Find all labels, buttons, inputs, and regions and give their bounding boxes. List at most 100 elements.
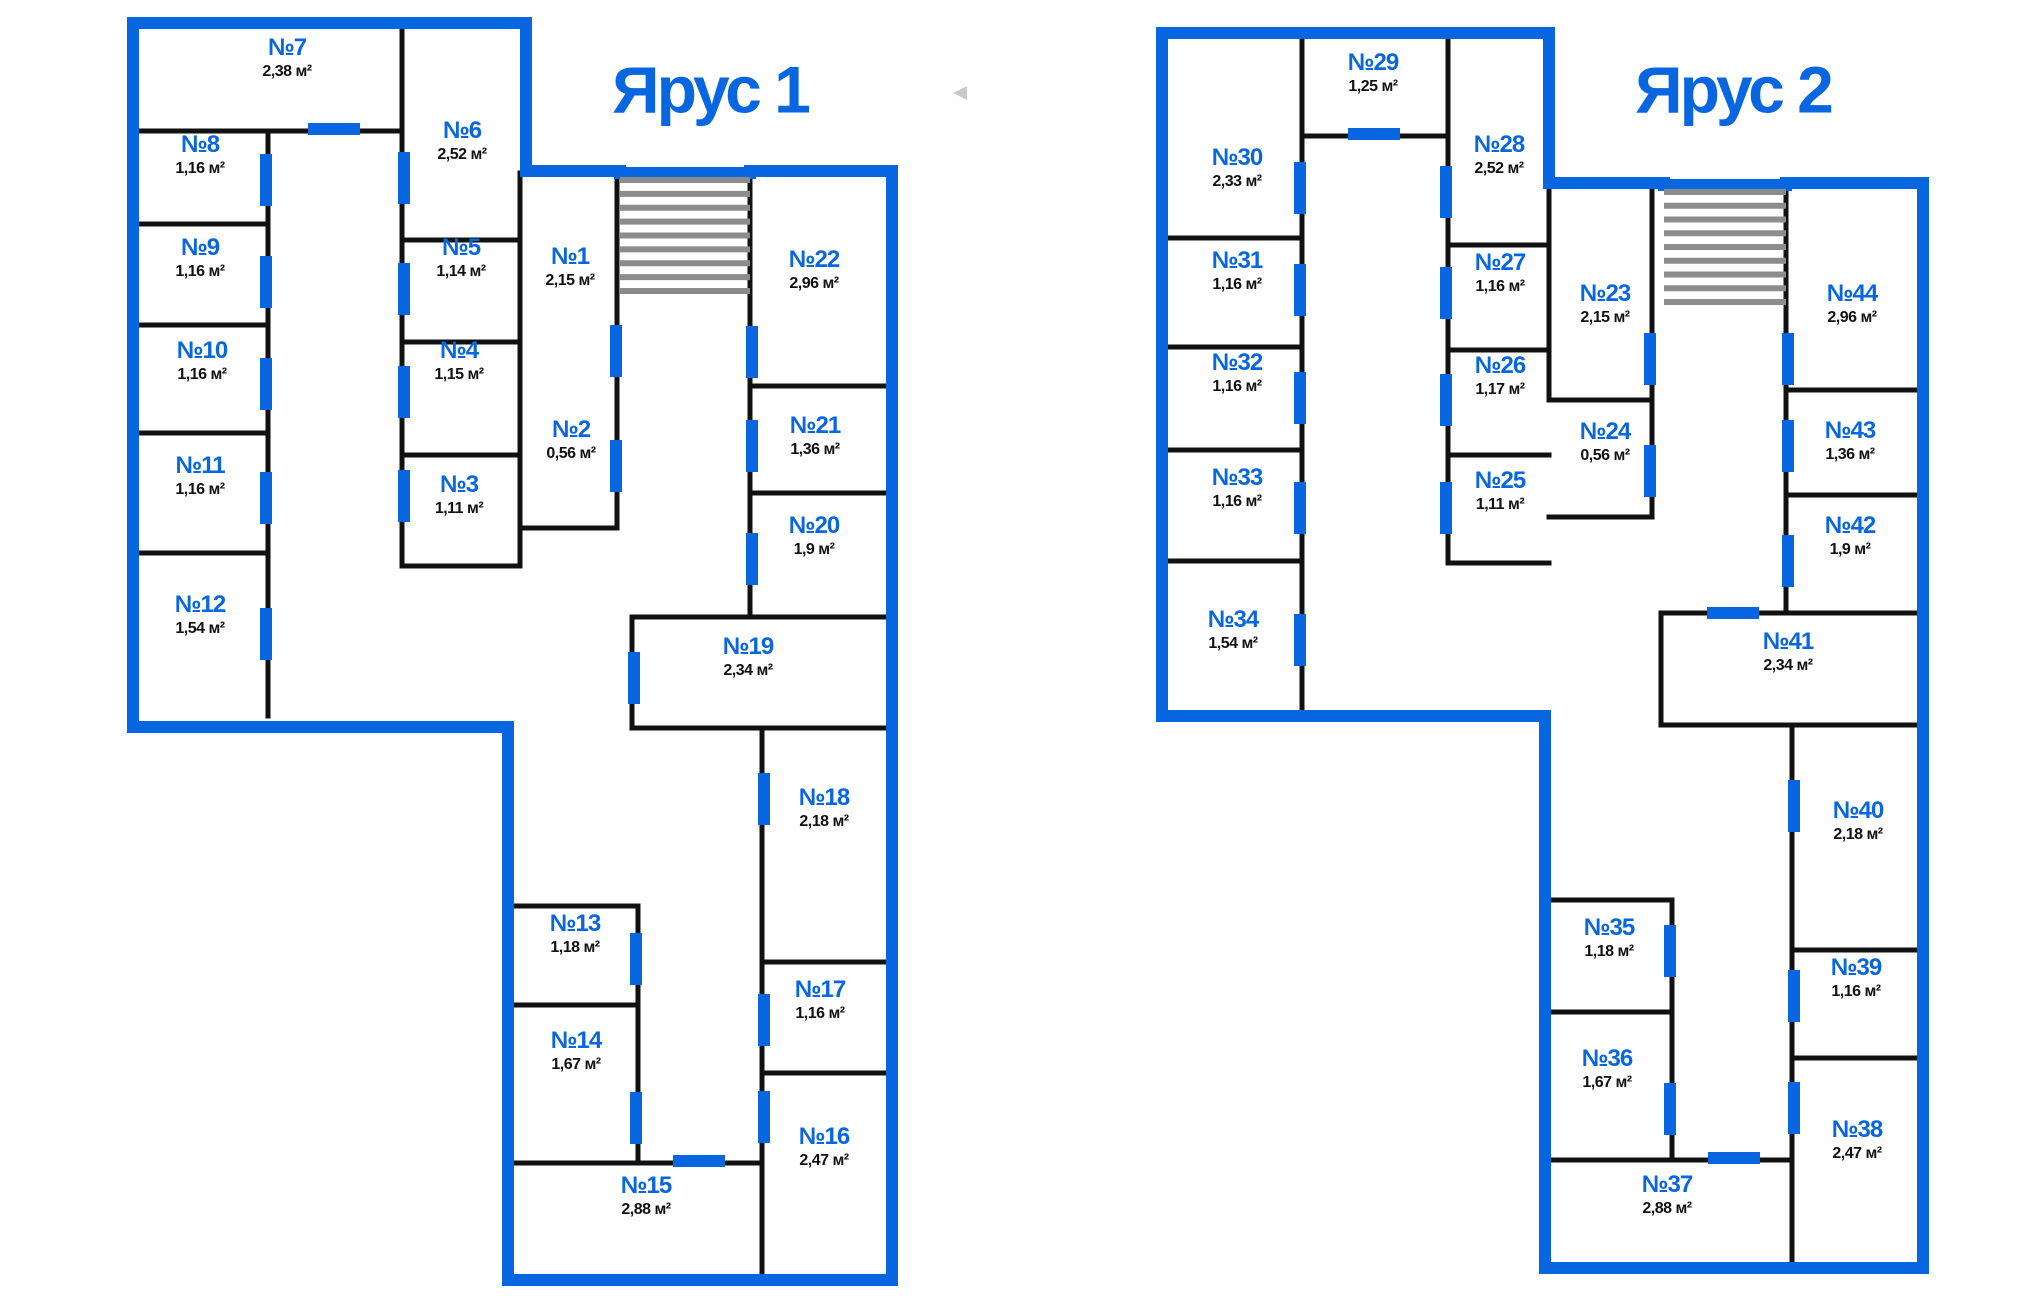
- room-number: №41: [1763, 628, 1814, 655]
- room-area: 0,56 м²: [1580, 447, 1629, 464]
- room-area: 2,52 м²: [1474, 160, 1523, 177]
- door: [1294, 482, 1306, 534]
- room-number: №10: [177, 337, 228, 364]
- room-area: 2,47 м²: [1832, 1145, 1881, 1162]
- door: [1782, 535, 1794, 587]
- room-number: №2: [552, 416, 591, 443]
- room-area: 1,17 м²: [1475, 381, 1524, 398]
- room-area: 2,47 м²: [799, 1152, 848, 1169]
- room-area: 1,36 м²: [1825, 446, 1874, 463]
- door: [630, 933, 642, 985]
- door: [1788, 970, 1800, 1022]
- room-label: №38 2,47 м²: [1832, 1116, 1884, 1162]
- room-area: 2,88 м²: [621, 1201, 670, 1218]
- door: [1440, 374, 1452, 426]
- room-number: №6: [443, 117, 482, 144]
- room-area: 1,18 м²: [550, 939, 599, 956]
- door: [1788, 780, 1800, 832]
- room-area: 2,15 м²: [545, 272, 594, 289]
- room-area: 1,16 м²: [175, 263, 224, 280]
- door: [746, 420, 758, 472]
- door: [1644, 333, 1656, 385]
- door: [673, 1155, 725, 1167]
- room-label: №4 1,15 м²: [434, 337, 484, 383]
- stairs-icon: [1664, 189, 1786, 305]
- room-number: №26: [1475, 352, 1526, 379]
- room-area: 1,54 м²: [1208, 635, 1257, 652]
- room-number: №31: [1212, 247, 1263, 274]
- door: [758, 994, 770, 1046]
- room-area: 2,88 м²: [1642, 1200, 1691, 1217]
- room-area: 1,25 м²: [1348, 78, 1397, 95]
- room-area: 1,16 м²: [1212, 276, 1261, 293]
- room-area: 1,14 м²: [436, 263, 485, 280]
- room-label: №5 1,14 м²: [436, 234, 486, 280]
- left-arrow-icon[interactable]: [953, 86, 967, 100]
- room-number: №32: [1212, 349, 1263, 376]
- door: [1440, 166, 1452, 218]
- room-number: №4: [440, 337, 480, 364]
- door: [398, 470, 410, 522]
- room-number: №28: [1474, 131, 1525, 158]
- room-number: №35: [1584, 914, 1635, 941]
- room-number: №5: [442, 234, 481, 261]
- room-number: №21: [790, 412, 841, 439]
- room-number: №17: [795, 976, 846, 1003]
- room-area: 1,16 м²: [1212, 378, 1261, 395]
- door: [746, 326, 758, 378]
- door: [1782, 333, 1794, 385]
- room-number: №30: [1212, 144, 1263, 171]
- room-number: №36: [1582, 1045, 1633, 1072]
- room-label: №12 1,54 м²: [175, 591, 227, 637]
- room-area: 1,54 м²: [175, 620, 224, 637]
- door: [1294, 614, 1306, 666]
- room-number: №24: [1580, 418, 1632, 445]
- door: [260, 358, 272, 410]
- outer-wall: [127, 17, 898, 1286]
- door: [610, 325, 622, 377]
- room-area: 2,33 м²: [1212, 173, 1261, 190]
- room-area: 1,9 м²: [794, 541, 835, 558]
- room-number: №38: [1832, 1116, 1883, 1143]
- door: [1294, 162, 1306, 214]
- door: [1348, 128, 1400, 140]
- door: [610, 440, 622, 492]
- door: [398, 263, 410, 315]
- room-number: №12: [175, 591, 226, 618]
- room-area: 1,15 м²: [434, 366, 483, 383]
- room-number: №39: [1831, 954, 1882, 981]
- door: [1788, 1082, 1800, 1134]
- room-label: №20,56 м²: [546, 416, 596, 462]
- room-area: 1,16 м²: [175, 481, 224, 498]
- door: [260, 154, 272, 206]
- room-number: №37: [1642, 1171, 1693, 1198]
- room-area: 1,16 м²: [175, 160, 224, 177]
- tier-title: Ярус 1: [612, 52, 809, 126]
- door: [260, 472, 272, 524]
- room-area: 2,96 м²: [1827, 309, 1876, 326]
- room-area: 1,36 м²: [790, 441, 839, 458]
- room-label: №31,11 м²: [435, 471, 484, 517]
- room-area: 1,11 м²: [1476, 496, 1525, 513]
- room-number: №33: [1212, 464, 1263, 491]
- doors: [1294, 128, 1800, 1164]
- room-area: 1,16 м²: [1831, 983, 1880, 1000]
